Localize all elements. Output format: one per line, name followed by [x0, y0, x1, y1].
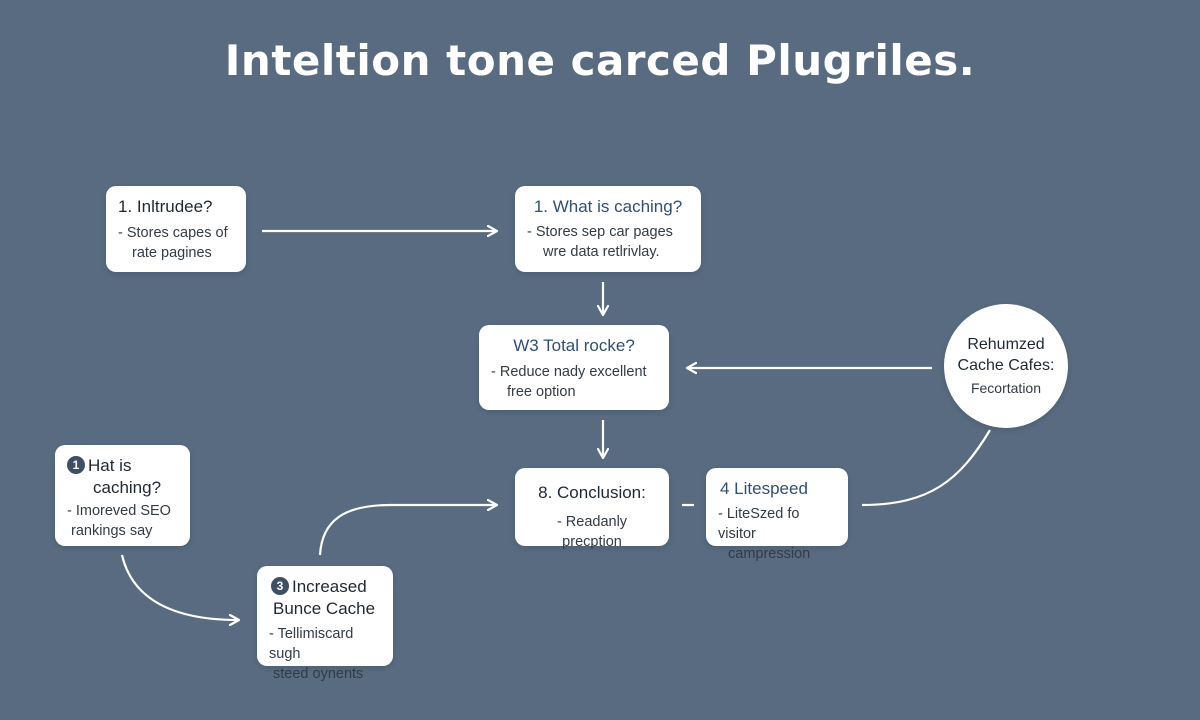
node-litespeed-line-2: campression — [728, 546, 811, 562]
number-badge-icon: 3 — [271, 577, 289, 595]
node-hat-is-caching-heading-1-text: Hat is — [88, 456, 132, 475]
node-intro: 1. Inltrudee? - Stores capes of rate pag… — [106, 186, 246, 272]
node-circle-line: Fecortation — [970, 380, 1042, 396]
node-increased-line-2: steed oynents — [273, 666, 364, 682]
node-litespeed-line-1: - LiteSzed fo visitor — [718, 506, 800, 542]
node-hat-is-caching-heading-2: caching? — [93, 478, 162, 497]
node-circle-cache: Rehumzed Cache Cafes: Fecortation — [944, 304, 1068, 428]
node-what-is-caching-line-2: wre data retlrivlay. — [543, 244, 660, 260]
diagram-title: Inteltion tone carced Plugriles. — [224, 36, 976, 85]
node-conclusion-line-1: - Readanly precption — [556, 514, 628, 550]
curve-increased-to-conclusion — [318, 505, 496, 556]
node-what-is-caching: 1. What is caching? - Stores sep car pag… — [515, 186, 701, 272]
node-w3-total-heading: W3 Total rocke? — [513, 336, 635, 355]
node-w3-total-line-2: free option — [507, 384, 576, 400]
node-what-is-caching-line-1: - Stores sep car pages — [527, 224, 673, 240]
node-hat-is-caching-line-2: rankings say — [71, 523, 153, 539]
node-circle-heading-2: Cache Cafes: — [957, 357, 1055, 374]
node-circle-heading-1: Rehumzed — [967, 336, 1045, 353]
node-hat-is-caching-line-1: - Imoreved SEO — [67, 503, 171, 519]
node-increased-heading-1-text: Increased — [292, 577, 367, 596]
node-intro-line-2: rate pagines — [132, 245, 212, 261]
number-badge-icon: 1 — [67, 456, 85, 474]
node-w3-total: W3 Total rocke? - Reduce nady excellent … — [479, 325, 669, 410]
node-intro-line-1: - Stores capes of — [118, 225, 228, 241]
node-litespeed-heading: 4 Litespeed — [720, 479, 808, 498]
curve-hat-is-caching-to-increased — [120, 554, 238, 620]
node-w3-total-line-1: - Reduce nady excellent — [491, 364, 647, 380]
node-conclusion-heading: 8. Conclusion: — [538, 483, 646, 502]
node-increased-line-1: - Tellimiscard sugh — [269, 626, 354, 662]
node-litespeed: 4 Litespeed - LiteSzed fo visitor campre… — [706, 468, 848, 562]
node-what-is-caching-heading: 1. What is caching? — [533, 197, 683, 216]
curve-circle-to-litespeed — [861, 429, 991, 507]
node-increased-heading-2: Bunce Cache — [273, 599, 376, 618]
node-conclusion: 8. Conclusion: - Readanly precption — [515, 468, 669, 550]
node-intro-heading: 1. Inltrudee? — [118, 197, 213, 216]
